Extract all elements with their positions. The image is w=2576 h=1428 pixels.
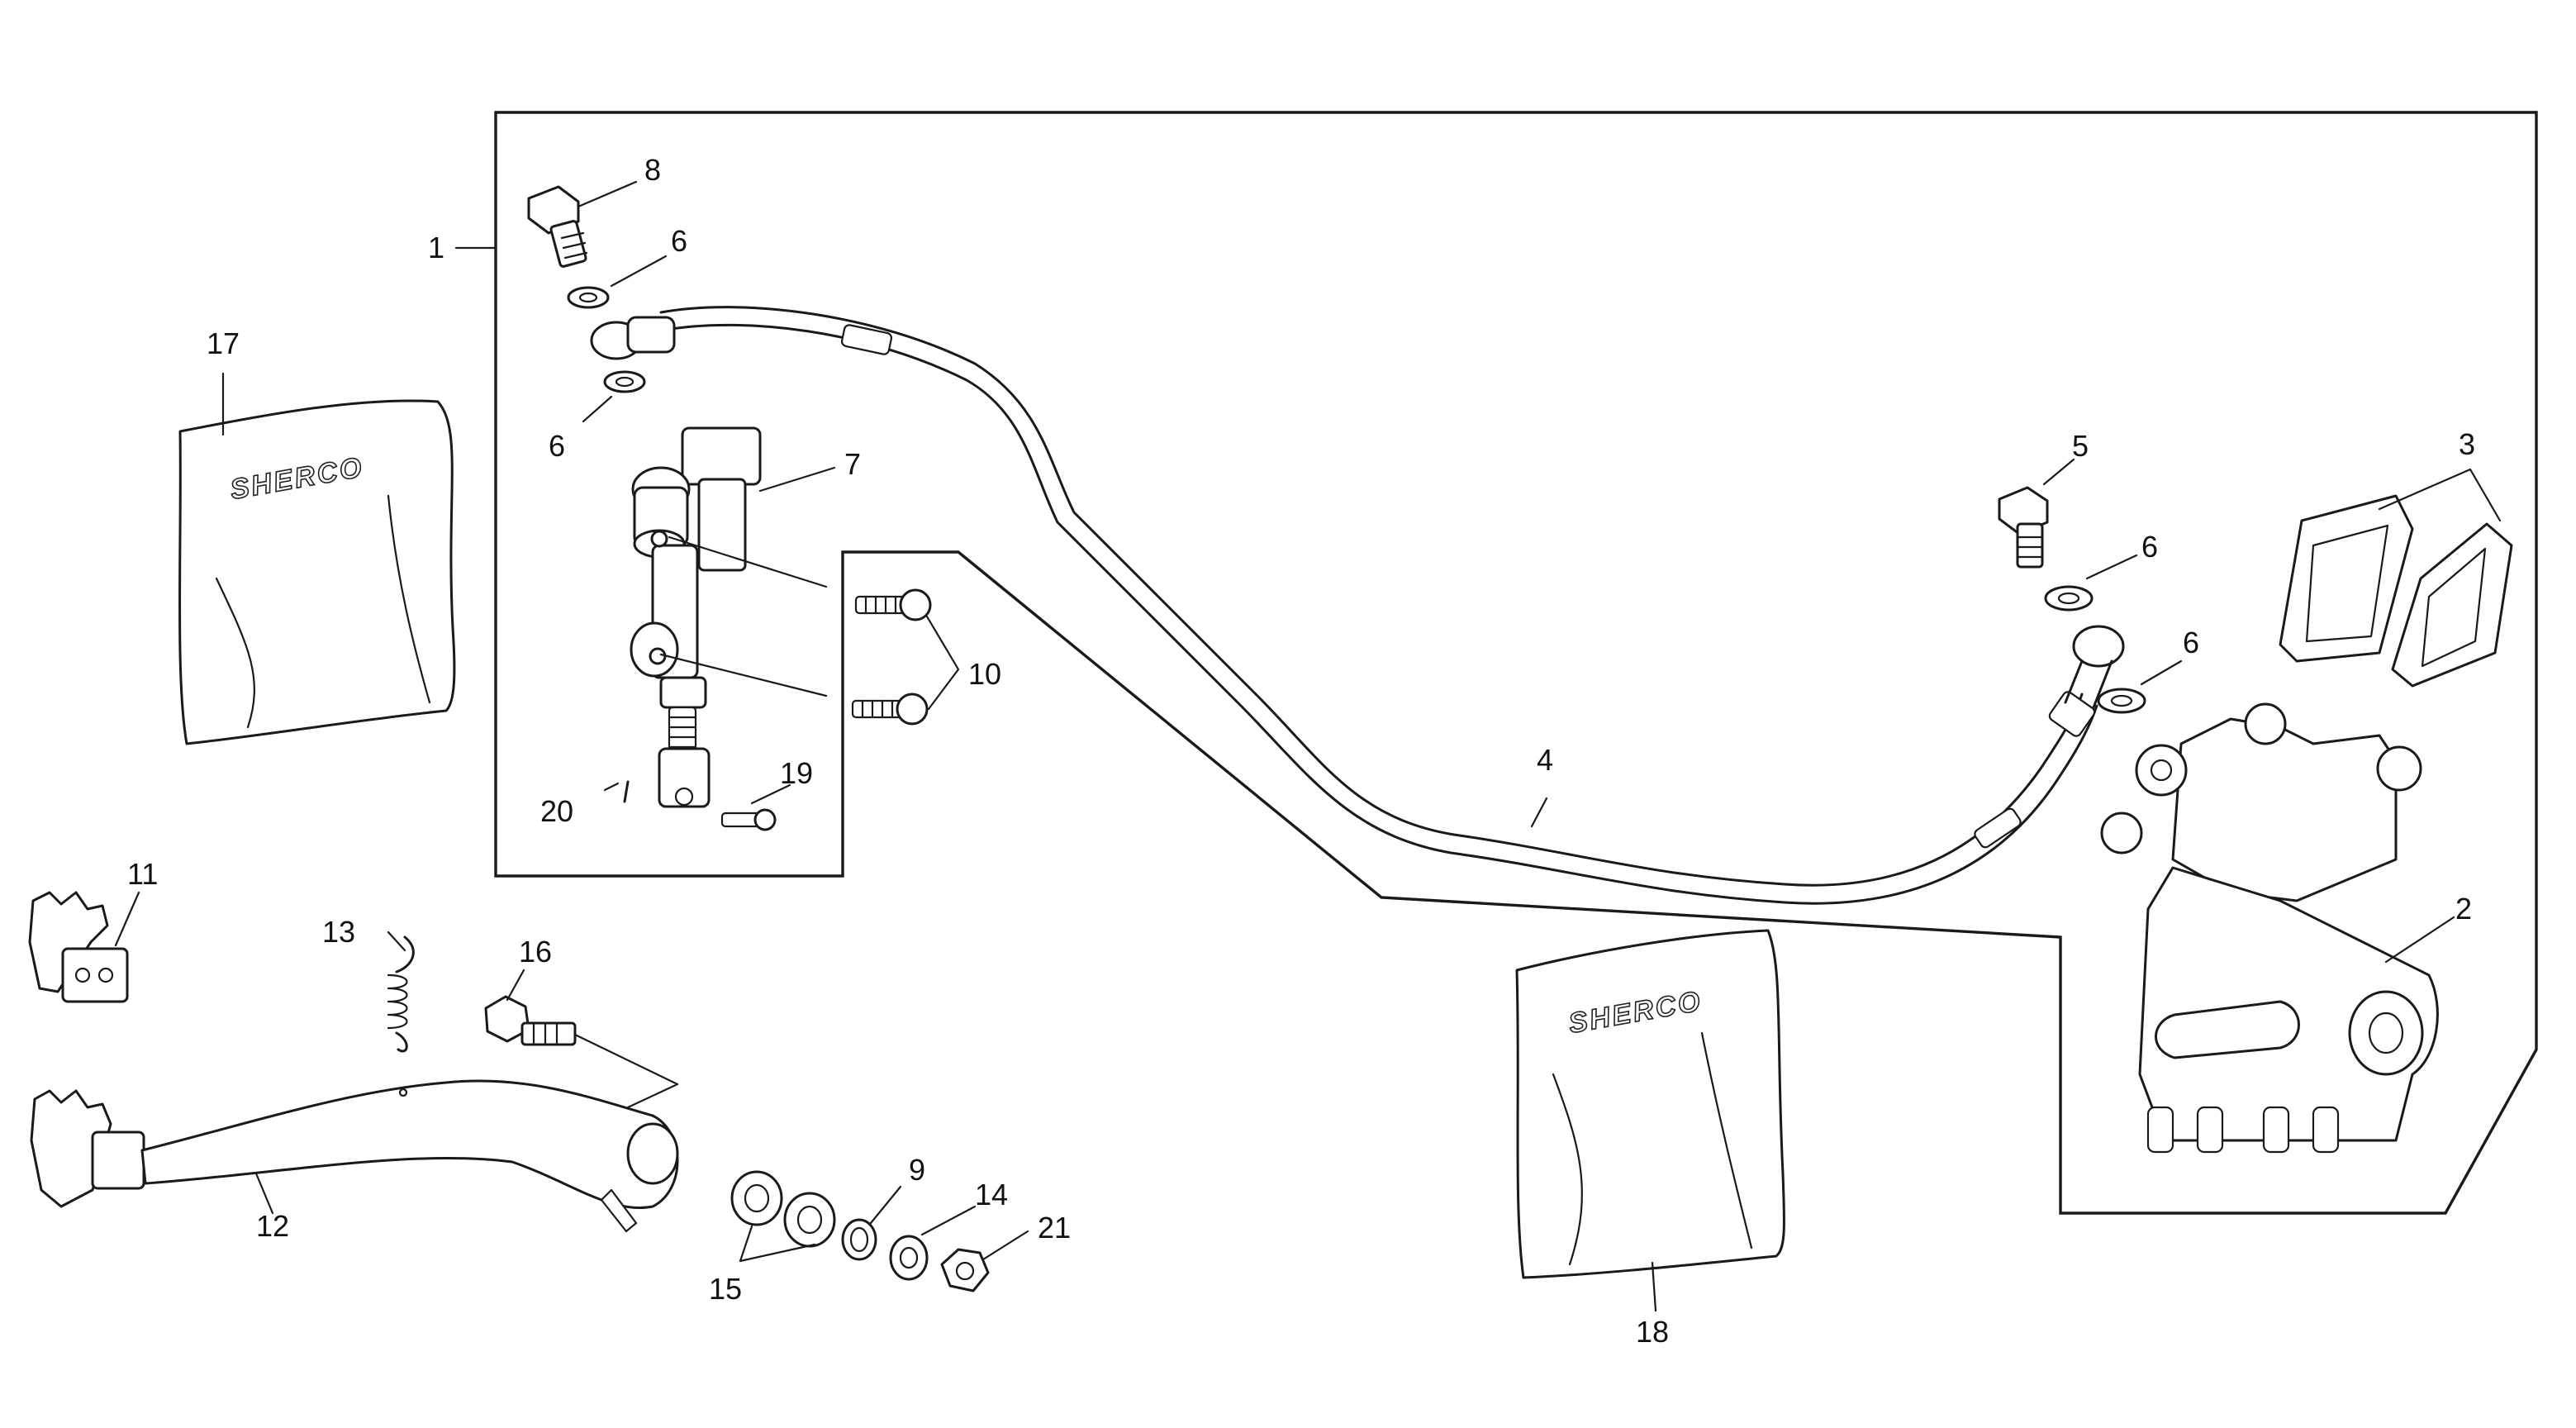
callout-10: 10 bbox=[968, 657, 1001, 691]
callout-20: 20 bbox=[540, 794, 573, 828]
return-spring bbox=[387, 935, 415, 1053]
callout-14: 14 bbox=[975, 1178, 1008, 1211]
assembly-frame bbox=[494, 111, 2538, 1215]
protective-cover-17: SHERCO bbox=[178, 399, 456, 745]
callout-18: 18 bbox=[1636, 1315, 1669, 1349]
callout-6-left: 6 bbox=[549, 429, 565, 463]
caliper-bolt bbox=[1998, 486, 2049, 569]
callout-13: 13 bbox=[322, 915, 355, 949]
callout-labels: 1 2 3 4 5 6 6 6 6 7 8 9 10 11 12 13 14 1… bbox=[127, 153, 2475, 1349]
pivot-hardware bbox=[730, 1170, 990, 1292]
callout-3: 3 bbox=[2459, 427, 2475, 461]
washer-group bbox=[567, 286, 2146, 714]
mounting-screws bbox=[659, 536, 932, 726]
rear-caliper bbox=[2100, 702, 2439, 1154]
clevis-pin bbox=[623, 780, 777, 831]
brake-pads bbox=[2279, 494, 2513, 688]
callout-6-right-upper: 6 bbox=[2141, 530, 2158, 564]
callout-7: 7 bbox=[844, 447, 861, 481]
callout-15: 15 bbox=[709, 1272, 742, 1306]
callout-6-right-lower: 6 bbox=[2183, 626, 2199, 659]
callout-16: 16 bbox=[519, 935, 552, 969]
callout-8: 8 bbox=[644, 153, 661, 187]
brake-pedal-tip bbox=[28, 891, 129, 1003]
brake-hose bbox=[590, 306, 2125, 905]
callout-4: 4 bbox=[1537, 743, 1553, 777]
callout-17: 17 bbox=[207, 326, 240, 360]
callout-19: 19 bbox=[780, 756, 813, 790]
banjo-bolt bbox=[527, 185, 588, 268]
callout-5: 5 bbox=[2072, 429, 2089, 463]
callout-11: 11 bbox=[127, 857, 158, 891]
callout-2: 2 bbox=[2455, 892, 2472, 926]
callout-1: 1 bbox=[428, 231, 444, 264]
callout-12: 12 bbox=[256, 1209, 289, 1243]
callout-9: 9 bbox=[909, 1153, 925, 1187]
master-cylinder bbox=[630, 426, 762, 808]
pedal-pivot-bolt bbox=[484, 995, 679, 1086]
callout-21: 21 bbox=[1038, 1211, 1071, 1245]
leader-lines bbox=[114, 180, 2502, 1312]
callout-6-top: 6 bbox=[671, 224, 687, 258]
protective-cover-18: SHERCO bbox=[1515, 929, 1786, 1279]
brake-pedal-lever bbox=[30, 1079, 679, 1233]
